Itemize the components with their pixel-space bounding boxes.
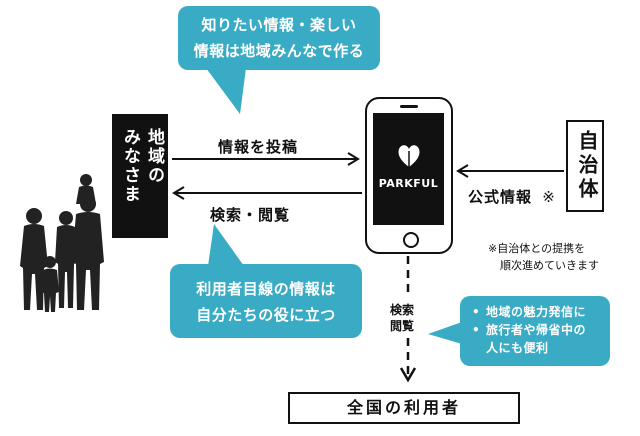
benefit-item: 人にも便利	[470, 339, 604, 357]
benefit-text: 人にも便利	[486, 341, 549, 355]
top-bubble-line2: 情報は地域みんなで作る	[193, 42, 365, 60]
benefits-bubble-tail	[428, 322, 462, 344]
nationwide-dashed-arrow	[399, 256, 417, 383]
note-line1: ※自治体との提携を	[488, 242, 586, 255]
vertical-browse-word: 閲覧	[390, 319, 415, 333]
top-bubble-tail	[206, 68, 246, 114]
people-silhouette-icon	[20, 174, 104, 312]
nationwide-users-box: 全国の利用者	[288, 392, 520, 424]
bottom-speech-bubble: 利用者目線の情報は 自分たちの役に立つ	[170, 264, 362, 338]
phone-speaker	[400, 105, 418, 108]
partnership-note: ※自治体との提携を 順次進めていきます	[488, 240, 599, 274]
benefit-text: 地域の魅力発信に	[486, 305, 587, 319]
bullet-icon: •	[472, 323, 481, 337]
search-browse-label: 検索・閲覧	[210, 206, 291, 224]
benefit-item: • 旅行者や帰省中の	[470, 321, 604, 339]
phone-home-button	[403, 232, 419, 248]
benefit-text: 旅行者や帰省中の	[486, 323, 587, 337]
municipality-label: 自治体	[575, 130, 599, 202]
search-arrow	[172, 186, 362, 200]
vertical-search-label: 検索 閲覧	[390, 302, 414, 334]
benefits-speech-bubble: • 地域の魅力発信に • 旅行者や帰省中の 人にも便利	[460, 296, 610, 366]
smartphone: PARKFUL	[365, 97, 453, 254]
bullet-icon: •	[472, 305, 481, 319]
official-info-arrow	[456, 164, 564, 178]
bottom-bubble-line2: 自分たちの役に立つ	[196, 306, 336, 324]
official-info-label: 公式情報 ※	[468, 186, 556, 207]
official-info-mark: ※	[542, 188, 556, 206]
nationwide-users-label: 全国の利用者	[346, 398, 461, 417]
top-speech-bubble: 知りたい情報・楽しい 情報は地域みんなで作る	[178, 6, 380, 70]
phone-screen	[373, 113, 444, 225]
bottom-bubble-line1: 利用者目線の情報は	[196, 280, 336, 298]
post-arrow	[172, 152, 360, 166]
benefit-item: • 地域の魅力発信に	[470, 303, 604, 321]
benefits-list: • 地域の魅力発信に • 旅行者や帰省中の 人にも便利	[470, 303, 604, 357]
bottom-bubble-tail	[208, 224, 244, 266]
community-label-col2: みなさま	[120, 128, 140, 204]
community-box: 地域の みなさま	[112, 114, 168, 238]
post-info-label: 情報を投稿	[218, 138, 299, 156]
parkful-logo-icon	[398, 145, 420, 167]
municipality-box: 自治体	[566, 120, 604, 212]
official-info-text: 公式情報	[468, 188, 533, 206]
vertical-search-word: 検索	[390, 303, 415, 317]
community-label-col1: 地域の	[144, 128, 164, 185]
top-bubble-line1: 知りたい情報・楽しい	[201, 16, 357, 34]
app-name: PARKFUL	[378, 177, 439, 190]
note-line2: 順次進めていきます	[500, 259, 599, 272]
